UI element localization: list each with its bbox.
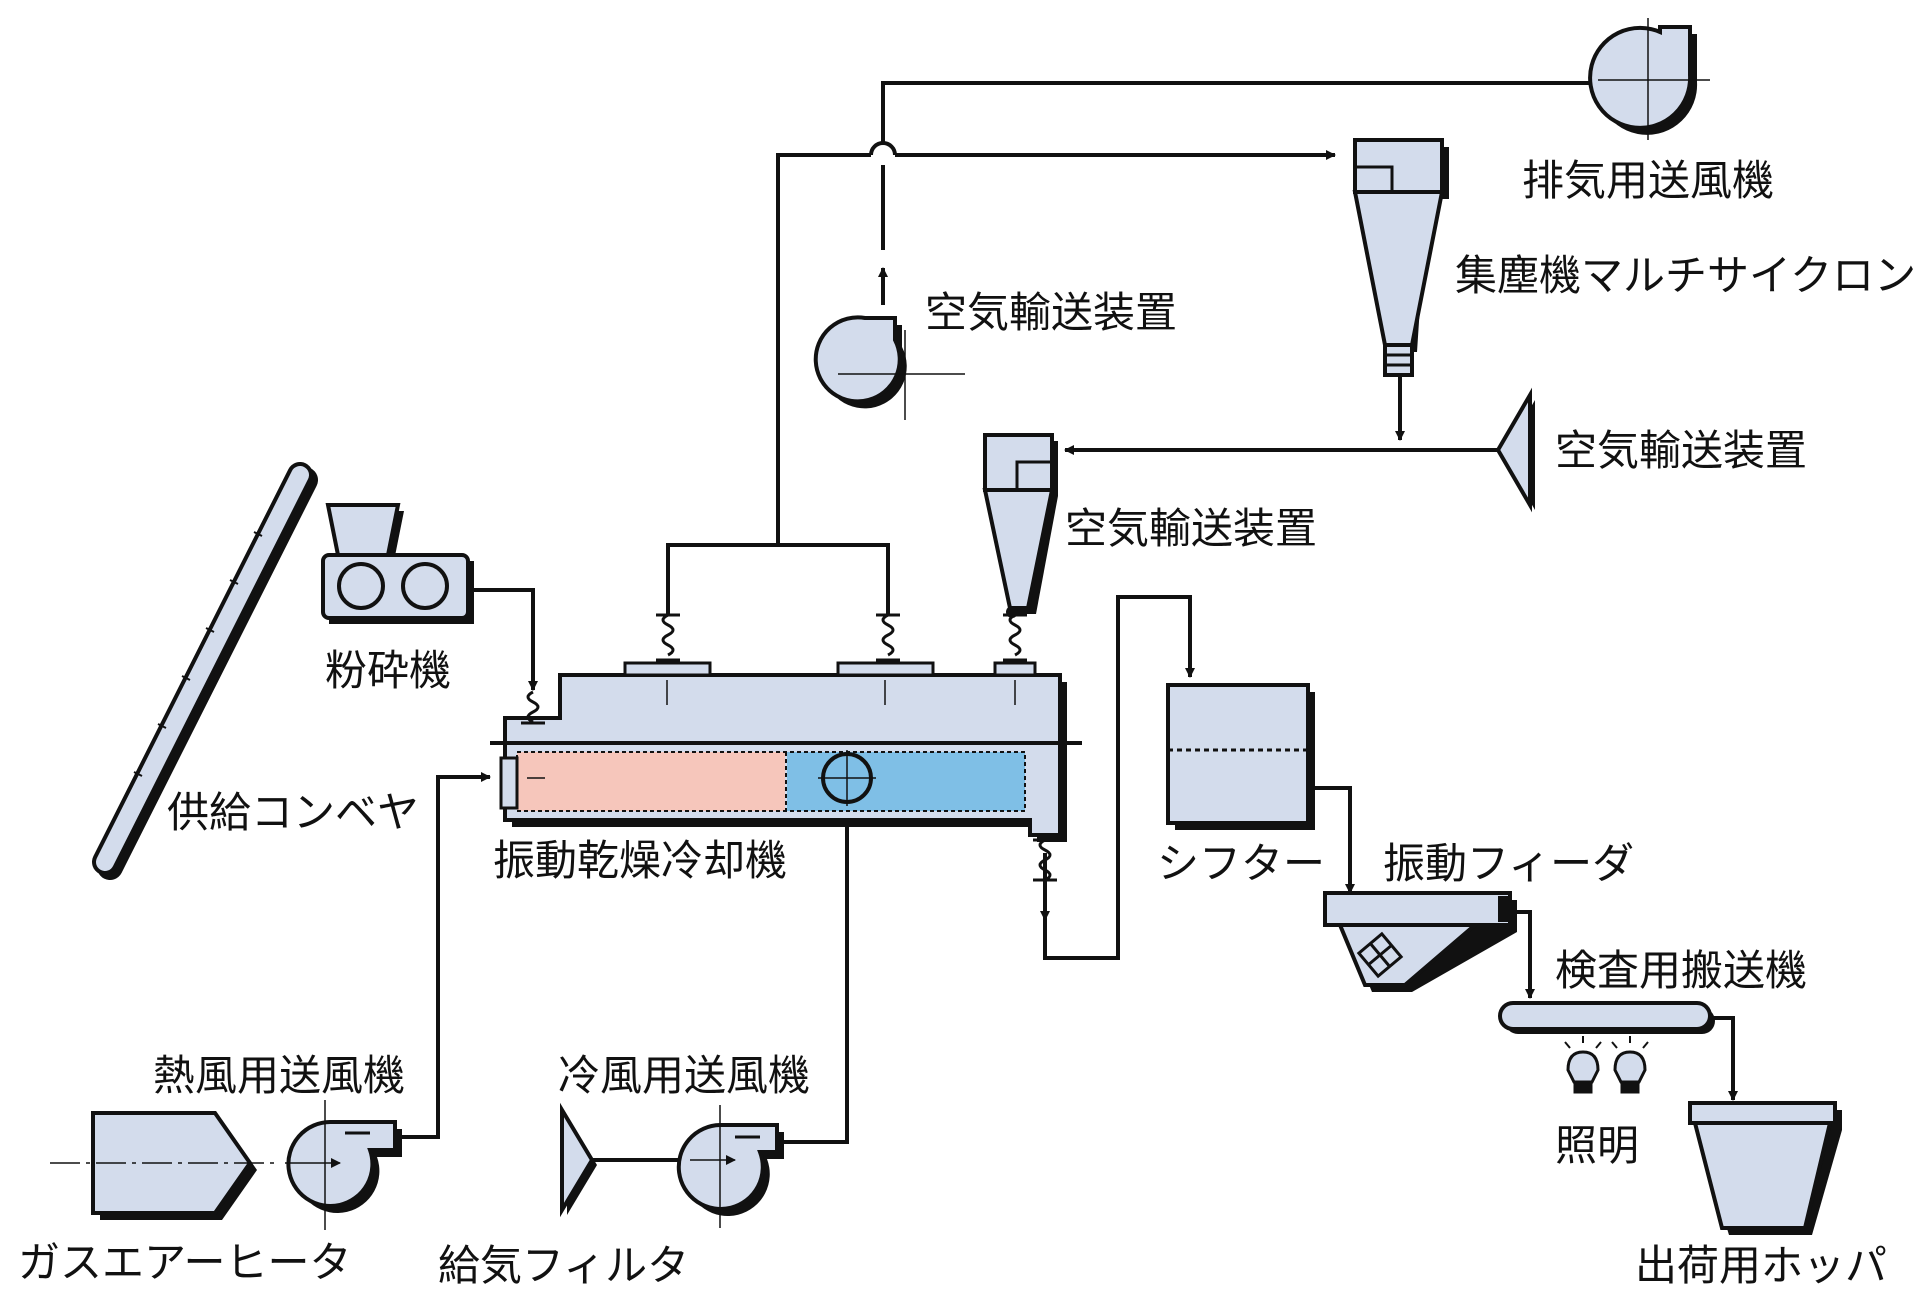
label-exhaust-fan: 排気用送風機 [1522,156,1775,205]
shipping-hopper [1688,1101,1842,1235]
label-inspection-conveyor: 検査用搬送機 [1555,946,1808,995]
duct-dryer-to-junction [776,153,871,545]
label-sifter: シフター [1157,839,1326,888]
exhaust-fan [1588,18,1710,140]
label-gas-air-heater: ガスエアーヒータ [18,1238,352,1287]
label-hot-air-fan: 熱風用送風機 [153,1051,406,1100]
label-shipping-hopper: 出荷用ホッパ [1635,1241,1888,1290]
feed-conveyor [92,462,318,880]
hot-air-fan [285,1100,402,1230]
crusher [321,503,474,624]
vibrating-dryer-cooler [490,590,1082,900]
label-multi-cyclone: 集塵機マルチサイクロン [1455,251,1917,300]
inspection-conveyor [1498,1001,1715,1034]
lighting-bulbs [1564,1036,1649,1094]
sifter [1166,683,1315,830]
duct-to-exhaust-fan [881,78,1621,145]
intake-filter [560,1102,597,1218]
label-pneumatic-conveyor-right: 空気輸送装置 [1555,426,1808,475]
label-cold-air-fan: 冷風用送風機 [558,1051,811,1100]
label-intake-filter: 給気フィルタ [438,1241,690,1290]
air-intake-right [1495,387,1535,513]
vibrating-feeder [1323,891,1517,992]
small-cyclone [982,433,1058,618]
label-feed-conveyor: 供給コンベヤ [167,788,420,837]
pneumatic-conveyor-fan-top [813,315,965,420]
bulb-icon-left [1564,1036,1602,1094]
flow-lines [395,78,1738,1162]
label-pneumatic-conveyor-mid: 空気輸送装置 [1065,504,1318,553]
label-crusher: 粉砕機 [325,646,452,695]
label-vibrating-feeder: 振動フィーダ [1383,839,1635,888]
label-pneumatic-conveyor-top: 空気輸送装置 [925,288,1178,337]
bulb-icon-right [1611,1036,1649,1094]
multi-cyclone [1352,138,1449,377]
gas-air-heater [50,1111,280,1220]
label-dryer-cooler: 振動乾燥冷却機 [493,836,788,885]
label-lighting: 照明 [1555,1121,1640,1170]
cold-air-fan [676,1105,784,1228]
